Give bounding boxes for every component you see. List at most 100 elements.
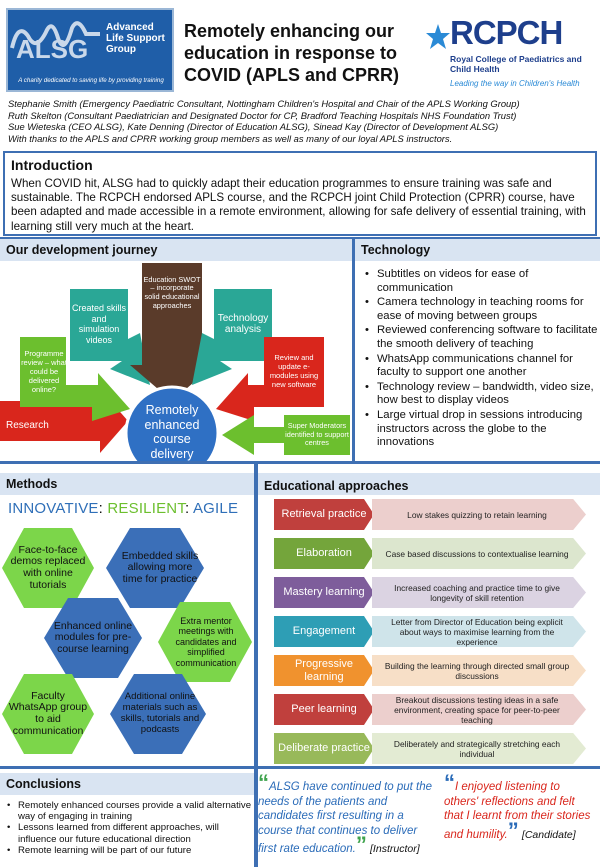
close-quote-icon: ” [507,817,519,843]
list-item: Camera technology in teaching rooms for … [363,296,599,323]
edu-approach-desc: Letter from Director of Education being … [372,616,586,647]
divider [352,237,355,463]
hexagon [106,528,204,608]
alsg-heartbeat-icon: ALSG [10,21,100,64]
hexagon [158,602,252,682]
label-super-moderators: Super Moderators identified to support c… [285,421,349,448]
list-item: WhatsApp communications channel for facu… [363,353,599,380]
edu-approach-desc: Low stakes quizzing to retain learning [372,499,586,530]
hexagon [110,674,206,754]
list-item: Subtitles on videos for ease of communic… [363,268,599,295]
methods-title: Methods [0,473,254,495]
list-item: Reviewed conferencing software to facili… [363,324,599,351]
list-item: Remotely enhanced courses provide a vali… [6,800,252,822]
conclusions-section: Conclusions [0,773,254,867]
arrow-education-swot [130,263,214,401]
edu-approach-name: Engagement [274,616,374,647]
hex-faculty-whatsapp: Faculty WhatsApp group to aid communicat… [8,689,88,737]
educational-approaches: Educational approaches [258,473,600,765]
arrow-review-update [216,337,324,421]
hex-additional-materials: Additional online materials such as skil… [120,691,200,735]
center-circle [124,385,220,461]
edu-approach-desc: Increased coaching and practice time to … [372,577,586,608]
poster-title: Remotely enhancing our education in resp… [184,21,400,85]
edu-approach-name: Progressive learning [274,655,374,686]
slogan-sep: : [185,500,193,517]
methods-hexagons [2,528,252,754]
divider [0,766,600,769]
label-research: Research [6,420,49,432]
arrow-programme-review [20,337,130,421]
edu-approach-name: Deliberate practice [274,733,374,764]
slogan-agile: AGILE [192,500,239,517]
rcpch-full-name: Royal College of Paediatrics and Child H… [450,54,582,74]
hex-mentor-meetings: Extra mentor meetings with candidates an… [175,615,237,668]
arrow-created-skills [70,289,150,385]
slogan-innovative: INNOVATIVE [8,500,99,517]
edu-approach-name: Elaboration [274,538,374,569]
edu-approach-desc: Building the learning through directed s… [372,655,586,686]
technology-section: Technology [355,239,600,461]
rcpch-tagline: Leading the way in Children's Health [450,79,580,88]
alsg-logo-text: ALSG [16,34,88,64]
hex-enhanced-online: Enhanced online modules for pre-course l… [53,619,133,655]
quote-candidate: “I enjoyed listening to others' reflecti… [444,772,596,843]
slogan-resilient: RESILIENT [107,500,186,517]
edu-approach-name: Mastery learning [274,577,374,608]
quote-text: ALSG have continued to put the needs of … [258,781,433,856]
label-technology-analysis: Technology analysis [217,312,269,336]
introduction-title: Introduction [11,157,93,173]
hex-embedded-skills: Embedded skills allowing more time for p… [121,549,199,585]
slogan-sep: : [98,500,108,517]
introduction-box: Introduction When COVID hit, ALSG had to… [3,151,597,236]
edu-approach-name: Peer learning [274,694,374,725]
divider [0,237,600,240]
technology-title: Technology [355,239,600,261]
list-item: Technology review – bandwidth, video siz… [363,381,599,408]
quote-instructor: “ALSG have continued to put the needs of… [258,772,438,858]
alsg-logo [6,8,174,92]
open-quote-icon: “ [444,770,455,795]
list-item: Large virtual drop in sessions introduci… [363,409,599,450]
list-item: Remote learning will be part of our futu… [6,845,252,856]
methods-section: Methods [0,473,254,765]
label-education-swot: Education SWOT – incorporate solid educa… [143,274,201,310]
conclusions-list: Remotely enhanced courses provide a vali… [6,800,252,856]
authors: Stephanie Smith (Emergency Paediatric Co… [8,98,598,144]
quote-author: [Candidate] [521,828,576,841]
author-line: Sue Wieteska (CEO ALSG), Kate Denning (D… [8,121,499,133]
open-quote-icon: “ [258,770,269,795]
hexagon [2,674,94,754]
edu-approach-desc: Deliberately and strategically stretchin… [372,733,586,764]
hexagon [2,528,94,608]
rcpch-logo-text: RCPCH [450,14,563,51]
author-line: Stephanie Smith (Emergency Paediatric Co… [8,98,520,109]
development-journey: Our development journey Research Program… [0,239,352,461]
hex-face-to-face: Face-to-face demos replaced with online … [10,543,86,591]
close-quote-icon: ” [355,832,367,858]
divider [254,463,258,867]
divider [0,461,600,464]
edu-approach-desc: Case based discussions to contextualise … [372,538,586,569]
introduction-body: When COVID hit, ALSG had to quickly adap… [11,177,586,233]
label-created-skills: Created skills and simulation videos [71,303,127,345]
edu-approach-desc: Breakout discussions testing ideas in a … [372,694,586,725]
label-review-update: Review and update e-modules using new so… [269,353,319,389]
label-programme-review: Programme review – what could be deliver… [21,348,67,394]
technology-list: Subtitles on videos for ease of communic… [363,268,599,451]
list-item: Lessons learned from different approache… [6,822,252,844]
author-line: With thanks to the APLS and CPRR working… [8,132,453,144]
journey-title: Our development journey [0,239,352,261]
hexagon [44,598,142,678]
edu-approach-name: Retrieval practice [274,499,374,530]
arrow-super-moderators [222,415,350,455]
alsg-tagline: A charity dedicated to saving life by pr… [18,77,164,84]
author-line: Ruth Skelton (Consultant Paediatrician a… [8,109,517,121]
quote-text: I enjoyed listening to others' reflectio… [444,781,591,841]
methods-slogan: INNOVATIVE: RESILIENT: AGILE [8,500,238,517]
rcpch-star-icon [426,24,450,49]
arrow-technology-analysis [192,289,272,385]
conclusions-title: Conclusions [0,773,254,795]
center-label: Remotely enhanced course delivery [144,403,200,461]
journey-diagram [0,263,350,461]
